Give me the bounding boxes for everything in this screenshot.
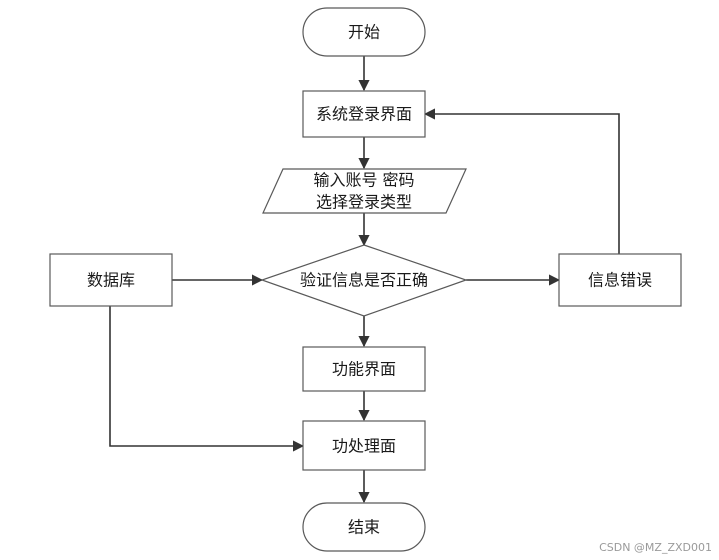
database-label: 数据库 (87, 271, 135, 290)
error-label: 信息错误 (588, 271, 652, 290)
input-label-line2: 选择登录类型 (316, 193, 412, 212)
start-node: 开始 (302, 7, 426, 57)
edges (109, 56, 620, 504)
input-node: 输入账号 密码 选择登录类型 (262, 168, 467, 214)
database-node: 数据库 (49, 253, 173, 307)
watermark: CSDN @MZ_ZXD001 (599, 541, 712, 554)
edge-error-to-login (423, 108, 620, 254)
verify-decision-node: 验证信息是否正确 (260, 244, 468, 317)
end-node: 结束 (302, 502, 426, 552)
function-node: 功能界面 (302, 346, 426, 392)
input-label-line1: 输入账号 密码 (313, 171, 414, 190)
error-node: 信息错误 (558, 253, 682, 307)
start-label: 开始 (348, 23, 380, 42)
process-label: 功处理面 (332, 437, 396, 456)
function-label: 功能界面 (332, 360, 396, 379)
process-node: 功处理面 (302, 420, 426, 471)
edge-database-to-process (109, 306, 305, 452)
login-label: 系统登录界面 (316, 105, 412, 124)
login-node: 系统登录界面 (302, 90, 426, 138)
verify-label: 验证信息是否正确 (300, 271, 428, 290)
end-label: 结束 (348, 518, 380, 537)
